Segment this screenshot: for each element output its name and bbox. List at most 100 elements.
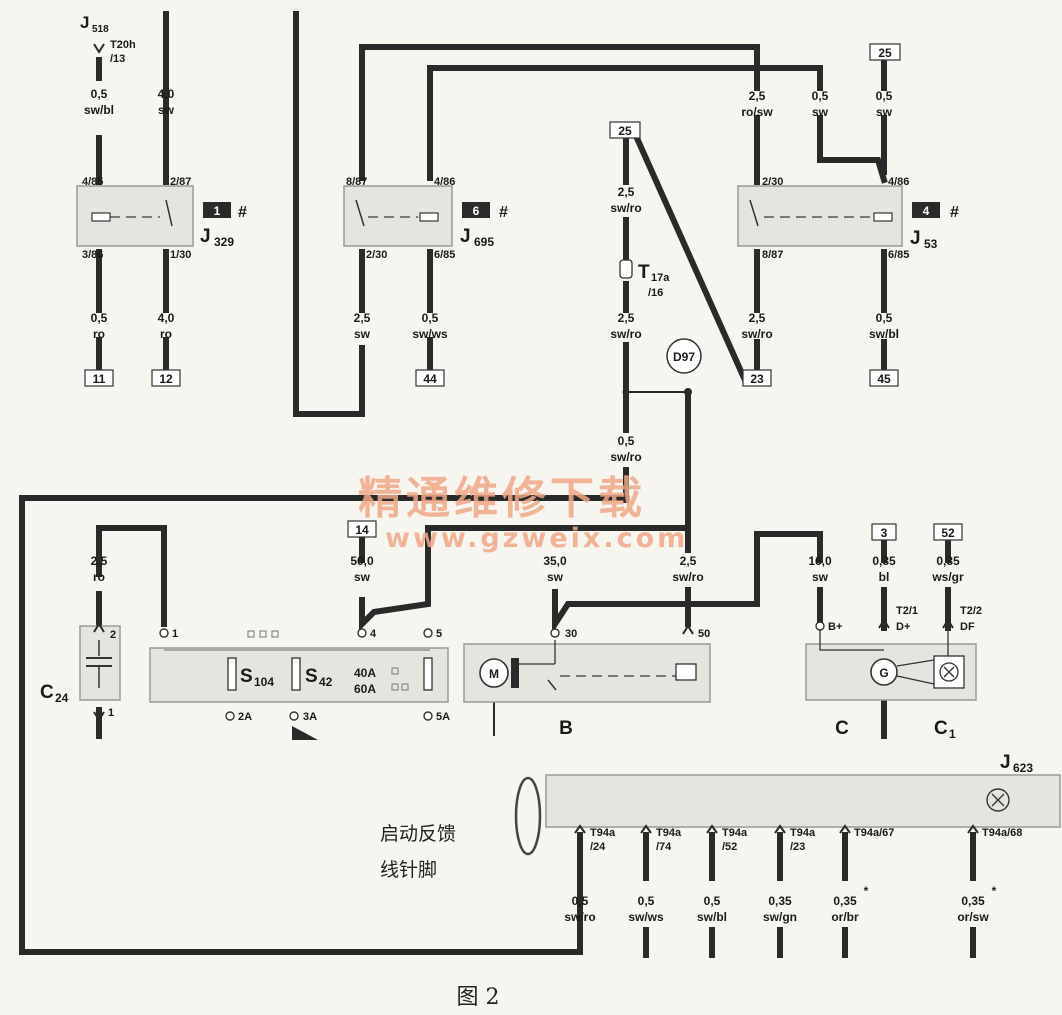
slot-icon [271,630,279,638]
wire-color-label: sw [876,105,893,119]
relay-number-badge [912,202,940,218]
pin-label: 6/85 [434,249,455,261]
terminal-icon [225,711,235,721]
fuse-icon [227,657,237,691]
relay-number: 4 [923,204,930,218]
wire-color-label: sw/bl [84,103,114,117]
wire-j53-4-86 [817,115,888,184]
wire-labels: 0,5 sw/bl 4,0 sw 0,5 ro 4,0 ro 2,5 sw 0,… [84,87,964,584]
ecu-wire-labels: 0,5 sw/ro 0,5 sw/ws 0,5 sw/bl 0,35 sw/gn… [564,884,996,924]
connector-icon [619,259,633,279]
pin-label: 3/86 [82,249,103,261]
ref-box [933,523,963,541]
connector-pin: /16 [648,287,663,299]
ref-number: 3 [881,526,888,540]
ecu-pin-conn: T94a [590,827,616,839]
connector-t17a: T 17a /16 [619,259,670,299]
c24-sub: 24 [55,691,69,705]
wire-color-label: ro [93,327,105,341]
pin-arrow-icon [682,624,694,635]
relay-name: J [460,226,471,247]
wire-size-label: 0,5 [618,434,635,448]
relay-mark: # [950,204,959,221]
wire-color-label: sw/ro [741,327,772,341]
watermark-url: www.gzweix.com [385,523,688,554]
wire-color-label: ws/gr [931,570,964,584]
wire-size-label: 0,35 [936,554,960,568]
wire-size-label: 0,5 [91,311,108,325]
pin-label: 8/87 [346,176,367,188]
relay-mark: # [499,204,508,221]
terminal-icon [423,711,433,721]
junction-dot [684,388,692,396]
annotation-line2: 线针脚 [380,859,437,881]
wire-loop-left [293,11,365,417]
fuse-sub: 42 [319,675,333,689]
ref-number: 52 [941,526,955,540]
pin-label: 4/86 [888,176,909,188]
relay-sub: 53 [924,237,938,251]
fuse-3a-stub [292,726,318,740]
highlight-ellipse [514,776,542,856]
wire-color-label: bl [879,570,890,584]
pin-label: 5 [436,628,442,640]
ref-number: 11 [93,372,106,386]
pin-arrow-icon [574,824,586,834]
ref-number: 25 [878,46,892,60]
wire-size-label: 0,5 [638,894,655,908]
generator-symbol: G [879,666,888,680]
motor-icon [479,658,509,688]
fuse-name: S [240,666,253,687]
annotation: 启动反馈 线针脚 [380,823,456,881]
wire-size-label: 0,5 [422,311,439,325]
connector-sub: 17a [651,272,670,284]
relay-number: 1 [214,204,221,218]
fuse-icon [291,657,301,691]
regulator-icon [939,662,959,682]
alt-internal-wire [896,675,935,685]
ref-box [347,520,377,538]
wire-size-label: 0,5 [91,87,108,101]
fuse-rating: 60A [354,682,376,696]
ref-box [871,523,897,541]
pin-arrow-icon [93,622,105,633]
relay-j329: 4/85 2/87 3/86 1/30 1 # J 329 [76,176,247,261]
relay-number-badge [462,202,490,218]
wire-size-label: 50,0 [350,554,374,568]
wire-start-feedback-loop [19,495,629,955]
pin-label: 2A [238,711,252,723]
pin-arrow-icon [967,824,979,834]
ecu-symbol-mark [991,793,1005,807]
pin-label: 2/30 [762,176,783,188]
wire-color-label: ro/sw [741,105,773,119]
fuse-box: 1 4 5 2A 3A 5A S 104 S 42 40A 60A [149,628,450,723]
pin-label: 30 [565,628,577,640]
ref-box [742,369,772,387]
pin-label: 4/86 [434,176,455,188]
wire-color-label: sw/ws [412,327,448,341]
ecu-pin-number: /52 [722,841,737,853]
pin-label: B+ [828,621,842,633]
relay-j695: 8/87 4/86 2/30 6/85 6 # J 695 [343,176,508,261]
wire-size-label: 0,35 [833,894,857,908]
wire-size-label: 2,5 [749,89,766,103]
wire-color-label: sw/ws [628,910,664,924]
starter-b: M 30 50 B [463,624,711,739]
ref-number: 12 [159,372,173,386]
wire-color-label: sw/ro [610,327,641,341]
c24-body [79,625,121,701]
ref-box [869,369,899,387]
wire-size-label: 35,0 [543,554,567,568]
alternator-label: C [835,718,849,739]
alternator-c: G B+ T2/1 D+ T2/2 DF C C 1 [805,605,982,741]
ref-box [869,43,901,61]
wire-color-label: sw [354,327,371,341]
splice-circle [666,338,702,374]
junction-dot [622,388,630,396]
wire-size-label: 2,5 [680,554,697,568]
pin-label: 2/87 [170,176,191,188]
pin-label: 50 [698,628,710,640]
relay-sub: 329 [214,235,234,249]
terminal-icon [423,628,433,638]
wire-size-label: 0,35 [872,554,896,568]
